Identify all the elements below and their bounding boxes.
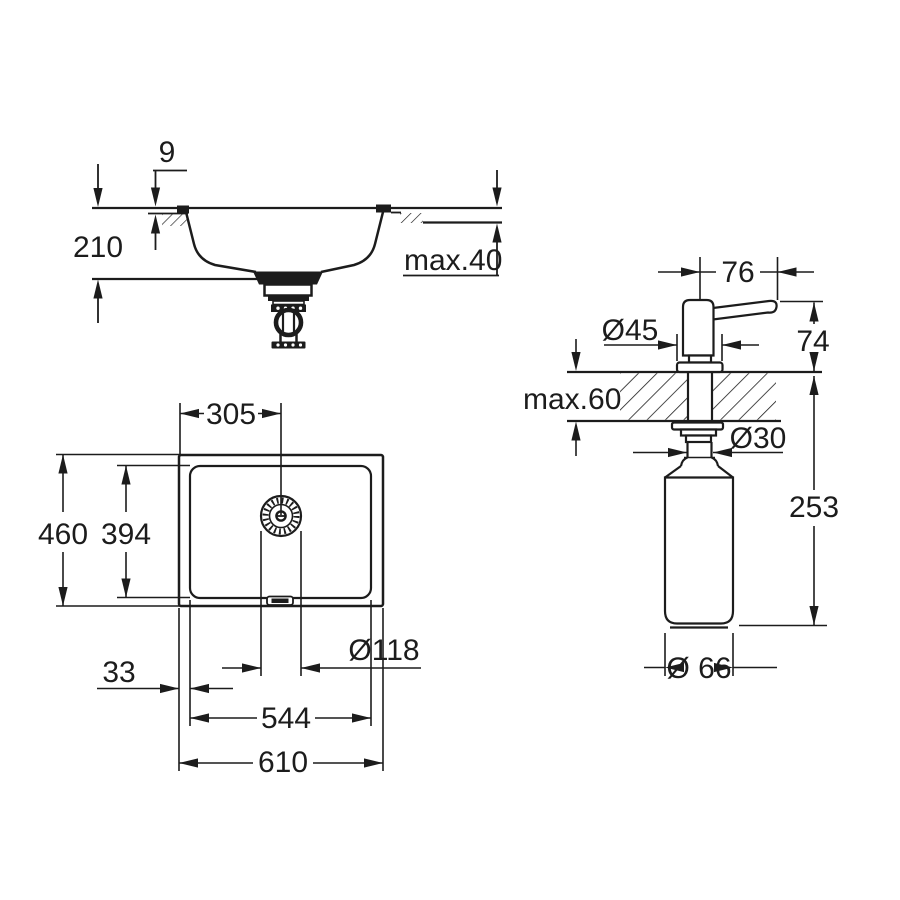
arrowhead xyxy=(571,421,581,441)
arrowhead xyxy=(262,408,281,419)
bottle-body xyxy=(663,476,735,625)
bowl-wall-right xyxy=(320,211,385,274)
dim-spout-reach: 76 xyxy=(658,256,814,300)
dim-below-deck-height: 253 xyxy=(739,376,839,627)
arrowhead xyxy=(492,187,502,207)
mounting-nut-lower xyxy=(684,434,713,444)
counter-hatch-right xyxy=(400,213,423,223)
arrowhead xyxy=(93,279,103,299)
arrowhead xyxy=(58,454,68,474)
dim-counter-thickness: max.40 xyxy=(403,170,502,277)
dim-label-base-diameter: Ø45 xyxy=(602,314,659,347)
arrowhead xyxy=(809,376,819,395)
arrowhead xyxy=(160,683,179,694)
arrowhead xyxy=(668,447,687,458)
dim-drain-diameter: Ø118 xyxy=(222,531,421,676)
dim-label-outer-depth: 460 xyxy=(38,518,88,551)
arrowhead xyxy=(364,758,383,768)
arrowhead xyxy=(809,302,819,322)
soap-dispenser-view: 76 Ø45 74 max.60 xyxy=(523,256,839,685)
dim-label-height-above-deck: 74 xyxy=(796,325,829,358)
arrowhead xyxy=(492,223,502,243)
arrowhead xyxy=(809,606,819,625)
bowl-wall-left xyxy=(184,211,257,274)
dim-label-below-deck-height: 253 xyxy=(789,491,839,524)
dim-rim-height: 9 xyxy=(150,136,187,250)
dim-outer-depth: 460 xyxy=(38,453,181,607)
dim-bowl-width: 544 xyxy=(190,600,372,735)
bottle-shoulder-left xyxy=(664,465,682,479)
arrowhead xyxy=(190,713,209,723)
pump-cylinder xyxy=(681,298,715,357)
shank-gap xyxy=(689,373,711,420)
arrowhead xyxy=(681,267,700,277)
arrowhead xyxy=(665,662,684,673)
dim-label-shank-diameter: Ø30 xyxy=(730,422,787,455)
dim-shank-diameter: Ø30 xyxy=(633,422,787,458)
arrowhead xyxy=(722,340,741,350)
dim-bottle-diameter: Ø 66 xyxy=(644,633,777,685)
dim-bowl-depth: 210 xyxy=(73,164,123,323)
arrowhead xyxy=(180,408,199,419)
arrowhead xyxy=(809,352,819,371)
arrowhead xyxy=(713,447,732,458)
rim-edge-right xyxy=(376,204,391,213)
drain-trap-assembly xyxy=(253,271,323,349)
arrowhead xyxy=(179,758,198,768)
spout xyxy=(703,299,778,322)
dim-label-deck-thickness: max.60 xyxy=(523,383,621,416)
arrowhead xyxy=(777,267,797,277)
dim-base-diameter: Ø45 xyxy=(602,314,759,361)
dim-bowl-depth-plan: 394 xyxy=(101,464,190,599)
soap-bottle xyxy=(663,465,735,629)
arrowhead xyxy=(190,683,209,694)
dim-label-counter-thickness: max.40 xyxy=(404,244,502,277)
arrowhead xyxy=(242,663,261,673)
arrowhead xyxy=(58,587,68,606)
counter-hatch-left xyxy=(162,214,187,226)
arrowhead xyxy=(121,465,131,485)
arrowhead xyxy=(571,352,581,371)
dim-deck-thickness: max.60 xyxy=(523,339,621,456)
base-flange xyxy=(675,361,724,374)
dim-label-rim-height: 9 xyxy=(159,136,176,169)
overflow-slot xyxy=(266,595,294,606)
mounting-hardware xyxy=(670,421,725,467)
dim-label-bowl-depth: 210 xyxy=(73,231,123,264)
arrowhead xyxy=(352,713,371,723)
dim-label-outer-width: 610 xyxy=(258,746,308,779)
sink-top-view: 305 460 394 xyxy=(38,398,421,779)
dim-drain-offset: 305 xyxy=(179,398,282,515)
arrowhead xyxy=(93,188,103,207)
pump-head xyxy=(675,298,778,374)
bottle-shoulder-right xyxy=(717,465,734,479)
arrowhead xyxy=(301,663,320,673)
dim-height-above-deck: 74 xyxy=(780,300,830,371)
arrowhead xyxy=(121,578,131,598)
dim-outer-width: 610 xyxy=(179,608,384,779)
sink-cross-section-view: 9 210 max.40 xyxy=(73,136,502,349)
arrowhead xyxy=(150,187,161,207)
dim-label-bowl-depth-plan: 394 xyxy=(101,518,151,551)
dim-label-spout-reach: 76 xyxy=(721,256,754,289)
dim-label-bottle-diameter: Ø 66 xyxy=(666,652,731,685)
rim-edge-left xyxy=(177,205,189,214)
dim-label-bowl-width: 544 xyxy=(261,702,311,735)
dim-label-drain-diameter: Ø118 xyxy=(348,634,419,667)
dim-edge-offset: 33 xyxy=(97,600,233,771)
arrowhead xyxy=(714,662,733,673)
dim-label-edge-offset: 33 xyxy=(102,656,135,689)
dim-label-drain-offset: 305 xyxy=(206,398,256,431)
arrowhead xyxy=(658,340,677,350)
